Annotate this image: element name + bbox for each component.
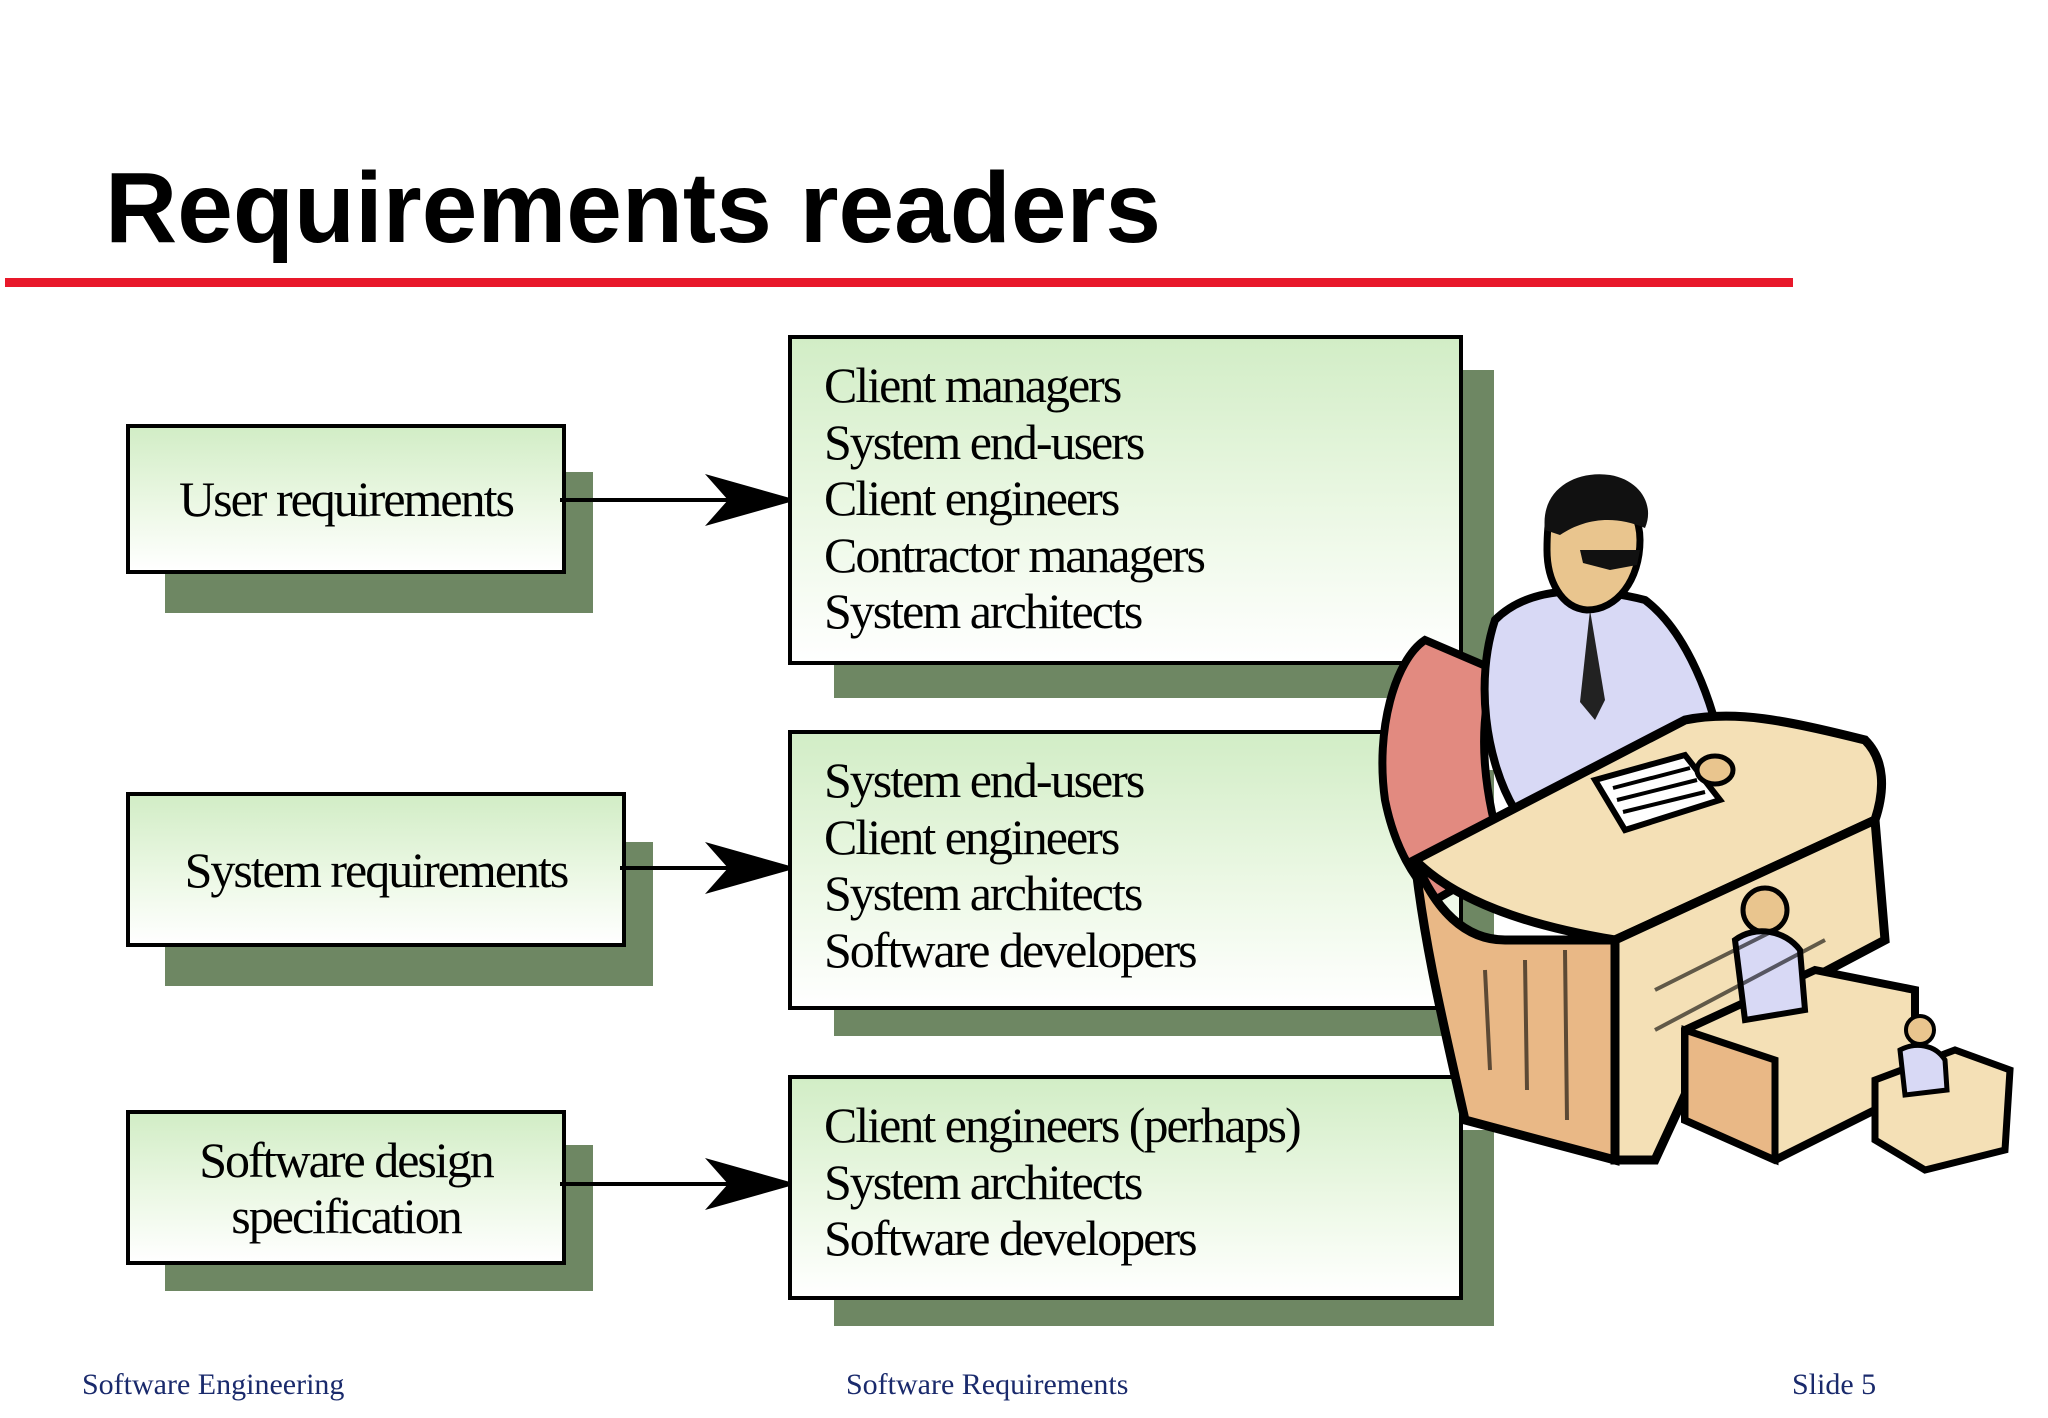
reader-item: System architects	[824, 583, 1143, 639]
title-underline	[5, 278, 1793, 287]
doc-label: User requirements	[179, 471, 515, 527]
reader-item: Software developers	[824, 921, 1198, 978]
reader-item: Contractor managers	[824, 526, 1206, 583]
doc-label: System requirements	[184, 841, 570, 898]
doc-label-line: Software design	[199, 1131, 495, 1188]
readers-box-user-requirements: Client managers System end-users Client …	[788, 335, 1463, 665]
readers-box-software-design-specification: Client engineers (perhaps) System archit…	[788, 1075, 1463, 1300]
doc-label: Software design specification	[199, 1131, 495, 1244]
reader-item: System architects	[824, 865, 1143, 921]
arrow-right-icon	[620, 842, 797, 894]
reader-item: Client engineers	[824, 808, 1120, 865]
arrow-right-icon	[560, 474, 797, 526]
doc-box-system-requirements: System requirements	[126, 792, 626, 947]
doc-label-line: specification	[231, 1187, 462, 1244]
doc-box-user-requirements: User requirements	[126, 424, 566, 574]
reader-item: Client managers	[824, 357, 1122, 413]
footer-topic: Software Requirements	[846, 1368, 1129, 1401]
arrow-right-icon	[560, 1158, 797, 1210]
footer-course: Software Engineering	[82, 1368, 345, 1401]
doc-box-software-design-specification: Software design specification	[126, 1110, 566, 1265]
footer-slide-number: Slide 5	[1792, 1368, 1877, 1401]
reader-item: System architects	[824, 1153, 1143, 1210]
reader-item: Client engineers (perhaps)	[824, 1097, 1302, 1153]
reader-item: Software developers	[824, 1210, 1198, 1266]
reader-item: System end-users	[824, 413, 1145, 470]
slide-title: Requirements readers	[105, 152, 1162, 264]
reader-item: Client engineers	[824, 470, 1120, 526]
reader-item: System end-users	[824, 752, 1145, 808]
office-worker-clipart	[1378, 474, 2014, 1174]
